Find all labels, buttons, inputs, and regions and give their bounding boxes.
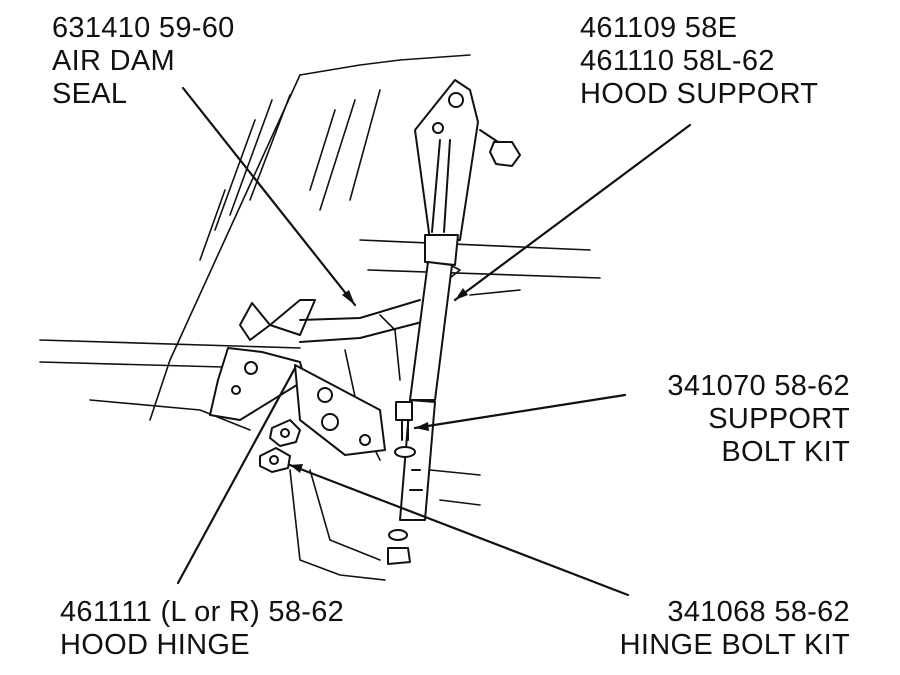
hood-support-part-number-1: 461109 58E [580, 12, 738, 44]
hinge-bolts [259, 419, 301, 473]
support-bolt-kit [387, 401, 416, 565]
callout-hood-hinge: 461111 (L or R) 58-62 HOOD HINGE [60, 596, 344, 662]
leader-arrowheads [290, 288, 468, 473]
hood-support-strut [399, 79, 479, 521]
air-dam-label: AIR DAM [52, 45, 175, 77]
callout-support-bolt-kit: 341070 58-62 SUPPORT BOLT KIT [667, 370, 850, 469]
callout-hinge-bolt-kit: 341068 58-62 HINGE BOLT KIT [620, 596, 850, 662]
support-bolt-label-2: BOLT KIT [721, 436, 850, 468]
fender-panel [39, 54, 601, 431]
leader-lines [176, 86, 692, 597]
support-bolt-label: SUPPORT [708, 403, 850, 435]
hood-support-part-number-2: 461110 58L-62 [580, 45, 775, 77]
hood-hinge [209, 347, 386, 456]
hood-hinge-part-number: 461111 (L or R) 58-62 [60, 596, 345, 628]
hood-hinge-label: HOOD HINGE [60, 629, 250, 661]
air-dam-part-number: 631410 59-60 [52, 12, 235, 44]
callout-air-dam-seal: 631410 59-60 AIR DAM SEAL [52, 12, 235, 111]
air-dam-seal [239, 299, 423, 343]
air-dam-label-2: SEAL [52, 78, 128, 110]
support-bolt-part-number: 341070 58-62 [667, 370, 850, 402]
hinge-bolt-label: HINGE BOLT KIT [619, 629, 850, 661]
hood-support-label: HOOD SUPPORT [580, 78, 819, 110]
callout-hood-support: 461109 58E 461110 58L-62 HOOD SUPPORT [580, 12, 818, 111]
upper-bolt [479, 129, 521, 167]
hinge-bolt-part-number: 341068 58-62 [667, 596, 850, 628]
